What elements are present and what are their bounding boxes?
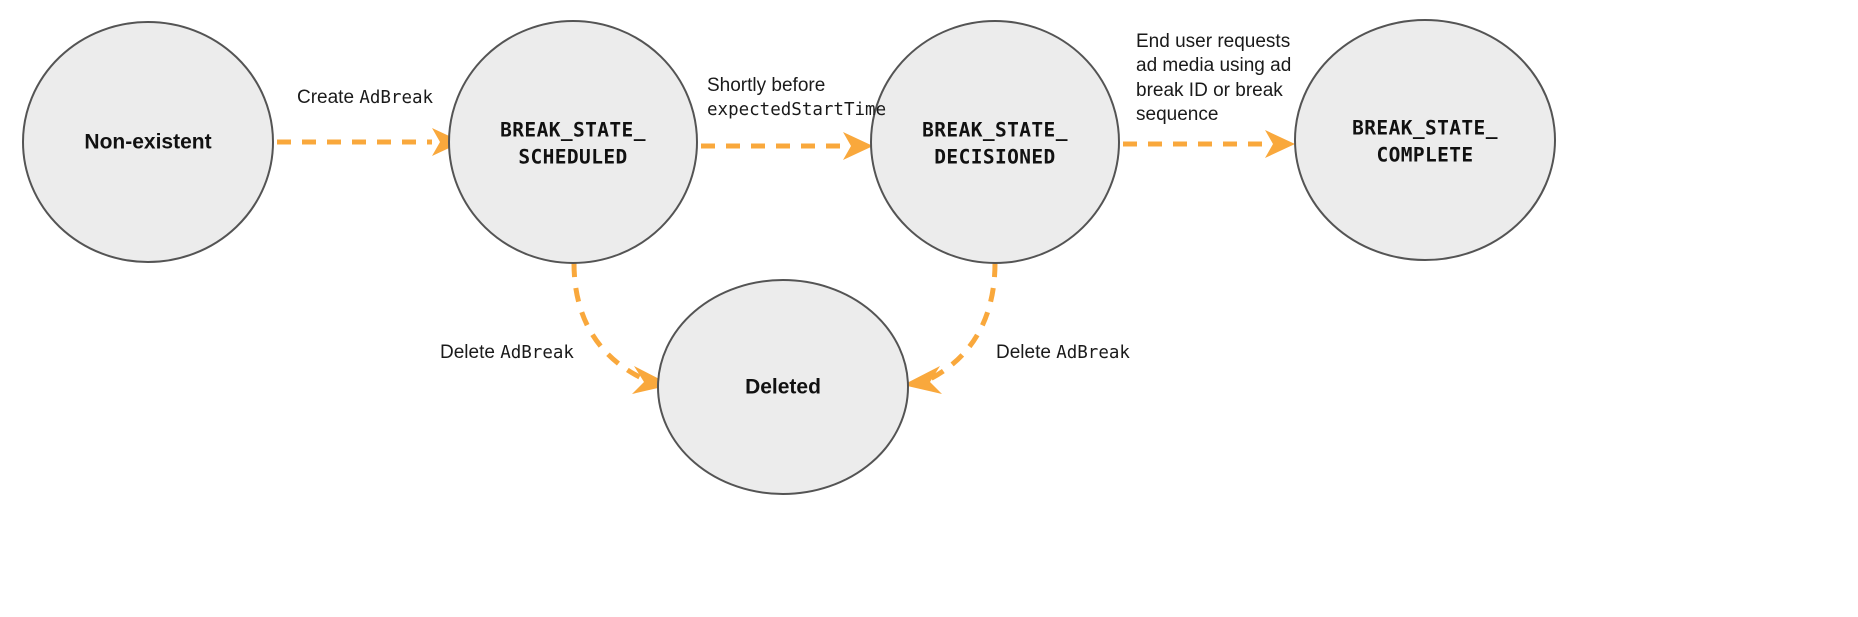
edge-shortly-before[interactable]: [701, 132, 873, 160]
edge-delete-adbreak-decisioned[interactable]: [903, 262, 998, 394]
edge-label-create-adbreak: Create AdBreak: [297, 86, 433, 110]
node-break-state-scheduled-shape: [448, 20, 698, 264]
edge-label-shortly-before: Shortly before expectedStartTime: [707, 74, 886, 123]
edge-delete-adbreak-decisioned-line: [924, 262, 998, 384]
edge-delete-adbreak-decisioned-arrowhead: [903, 366, 942, 394]
edge-label-shortly-before-plain: Shortly before: [707, 75, 826, 96]
node-non-existent[interactable]: Non-existent: [22, 21, 274, 263]
node-non-existent-shape: [22, 21, 274, 263]
node-break-state-complete-shape: [1294, 19, 1556, 261]
node-break-state-complete[interactable]: BREAK_STATE_ COMPLETE: [1294, 19, 1556, 261]
edge-label-create-adbreak-mono: AdBreak: [359, 88, 434, 108]
edge-label-delete-adbreak-decisioned-mono: AdBreak: [1056, 343, 1130, 363]
edge-label-end-user-requests-plain: End user requests ad media using ad brea…: [1136, 31, 1292, 125]
edge-label-delete-adbreak-decisioned: Delete AdBreak: [996, 341, 1130, 365]
edge-delete-adbreak-scheduled[interactable]: [571, 262, 671, 394]
edge-label-delete-adbreak-scheduled-mono: AdBreak: [500, 343, 574, 363]
node-break-state-decisioned-shape: [870, 20, 1120, 264]
node-break-state-scheduled[interactable]: BREAK_STATE_ SCHEDULED: [448, 20, 698, 264]
edge-label-create-adbreak-plain: Create: [297, 87, 360, 108]
node-deleted-label: Deleted: [745, 376, 821, 399]
node-break-state-decisioned[interactable]: BREAK_STATE_ DECISIONED: [870, 20, 1120, 264]
node-deleted[interactable]: Deleted: [657, 279, 909, 495]
edge-label-delete-adbreak-scheduled-plain: Delete: [440, 342, 501, 363]
edge-delete-adbreak-scheduled-line: [571, 262, 650, 384]
edge-label-end-user-requests: End user requests ad media using ad brea…: [1136, 30, 1291, 127]
node-break-state-complete-label-line1: BREAK_STATE_: [1352, 117, 1498, 140]
node-break-state-decisioned-label-line2: DECISIONED: [934, 146, 1055, 169]
edge-end-user-requests-arrowhead: [1265, 130, 1295, 158]
edge-label-delete-adbreak-scheduled: Delete AdBreak: [440, 341, 574, 365]
node-deleted-shape: [657, 279, 909, 495]
node-break-state-scheduled-label-line2: SCHEDULED: [518, 146, 627, 169]
edge-label-shortly-before-mono: expectedStartTime: [707, 100, 887, 121]
edge-create-adbreak[interactable]: [277, 128, 462, 156]
node-non-existent-label: Non-existent: [84, 131, 211, 154]
node-break-state-decisioned-label-line1: BREAK_STATE_: [922, 119, 1068, 142]
edge-label-delete-adbreak-decisioned-plain: Delete: [996, 342, 1057, 363]
edge-create-adbreak-arrowhead: [432, 128, 462, 156]
edge-shortly-before-arrowhead: [843, 132, 873, 160]
node-break-state-scheduled-label-line1: BREAK_STATE_: [500, 119, 646, 142]
node-break-state-complete-label-line2: COMPLETE: [1376, 144, 1473, 167]
edge-end-user-requests[interactable]: [1123, 130, 1295, 158]
